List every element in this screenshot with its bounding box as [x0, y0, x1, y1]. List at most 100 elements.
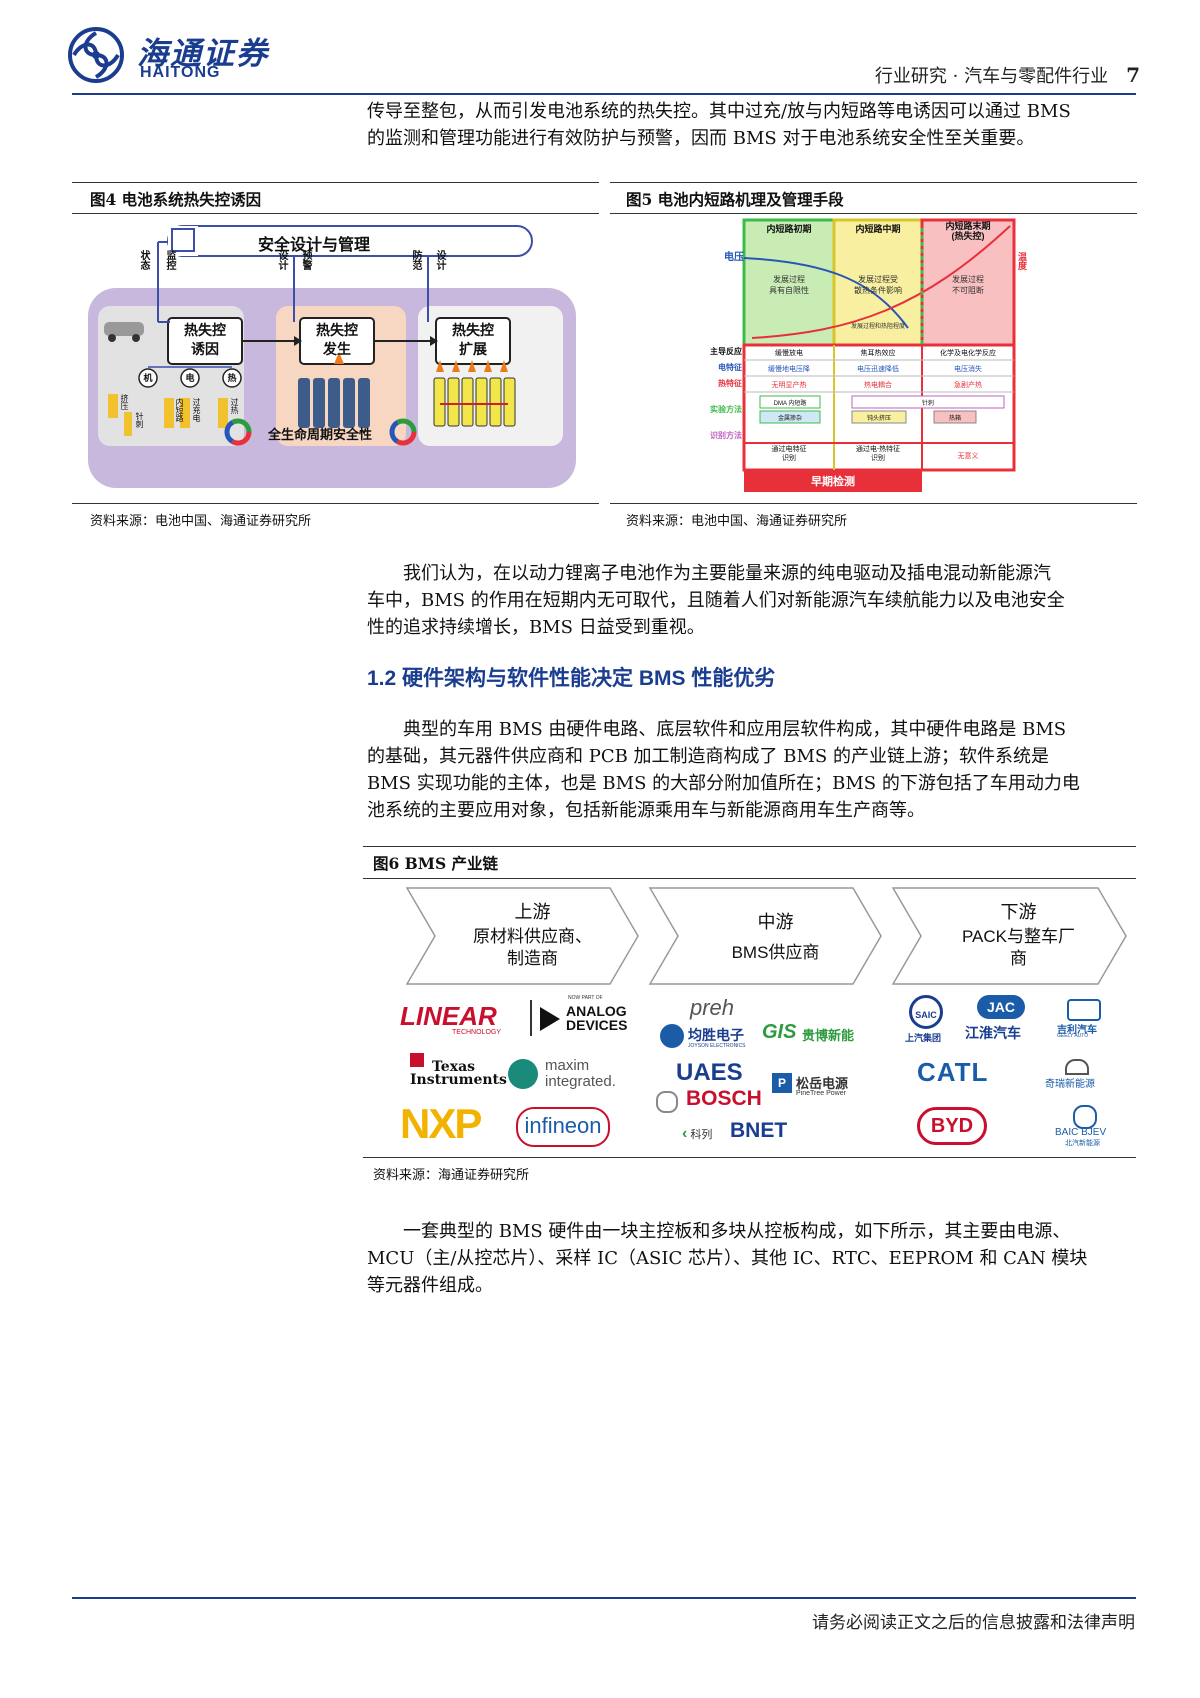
joyson-logo-text: 均胜电子 — [688, 1027, 744, 1043]
infineon-logo: infineon — [516, 1107, 610, 1147]
fig4-cause-label: 挤压 — [120, 394, 129, 410]
jac-logo-text: 江淮汽车 — [965, 1025, 1021, 1041]
logo-divider — [530, 1000, 532, 1036]
text-line: MCU（主/从控芯片）、采样 IC（ASIC 芯片）、其他 IC、RTC、EEP… — [367, 1248, 1088, 1269]
analog-devices-logo-icon — [540, 1007, 560, 1031]
fig6-stage-body-upstream: 原材料供应商、 制造商 — [473, 927, 592, 968]
logo-text: ANALOG — [566, 1003, 627, 1019]
klclear-logo: ‹ 科列 — [682, 1125, 712, 1143]
nxp-logo: NXP — [400, 1100, 482, 1147]
fig5-phase-note: 发展过程 不可阻断 — [952, 275, 984, 295]
fig5-exp-method: 金属掺杂 — [777, 416, 802, 422]
byd-logo: BYD — [917, 1107, 987, 1145]
fig4-cause-label: 内短路 — [175, 398, 184, 422]
text-line: 一套典型的 BMS 硬件由一块主控板和多块从控板构成，如下所示，其主要由电源、 — [403, 1221, 1071, 1242]
fig5-recog: 通过电特征 识别 — [771, 446, 807, 462]
gbs-logo-text: 贵博新能 — [802, 1028, 855, 1043]
fig6-upstream-logos: LINEAR TECHNOLOGY NOW PART OF ANALOG DEV… — [400, 995, 640, 1147]
header-divider — [72, 93, 1136, 95]
fig4-title: 图4 电池系统热失控诱因 — [90, 190, 262, 209]
texas-instruments-logo-icon — [410, 1053, 424, 1067]
fig6-chevrons: 上游 原材料供应商、 制造商 中游 BMS供应商 下游 PACK与整车厂 商 — [405, 886, 1135, 996]
fig4-cause-label: 针刺 — [135, 412, 144, 428]
logo-text: integrated. — [545, 1073, 616, 1090]
text-line: 的监测和管理功能进行有效防护与预警，因而 BMS 对于电池系统安全性至关重要。 — [367, 128, 1035, 149]
chery-logo-text: 奇瑞新能源 — [1045, 1079, 1095, 1090]
fig6-midstream-logos: preh 均胜电子 JOYSON ELECTRONICS GIS 贵博新能 UA… — [650, 995, 890, 1145]
fig5-cell: 缓慢地电压降 — [768, 366, 810, 373]
linear-logo-icon: LINEAR — [400, 1001, 497, 1032]
bjev-logo-subtext: 北汽新能源 — [1065, 1140, 1100, 1147]
fig6-title-rule — [363, 878, 1136, 879]
logo-text: Instruments — [410, 1072, 507, 1088]
text-line: 典型的车用 BMS 由硬件电路、底层软件和应用层软件构成，其中硬件电路是 BMS — [403, 719, 1067, 740]
fig5-cell: 无明显产热 — [771, 382, 807, 389]
fig4-cause-label: 过充电 — [192, 398, 201, 422]
text-line: 性的追求持续增长，BMS 日益受到重视。 — [367, 617, 705, 638]
fig4-bottom-rule — [72, 503, 599, 504]
pinetree-logo-icon: P — [772, 1073, 792, 1093]
fig5-cell: 电压消失 — [954, 366, 982, 373]
fig4-cause-mech: 机 — [143, 373, 153, 383]
fig5-row-label: 识别方法 — [710, 431, 742, 440]
fig5-title: 图5 电池内短路机理及管理手段 — [626, 190, 844, 209]
header-section-title: 行业研究 · 汽车与零配件行业 7 — [875, 62, 1140, 88]
fig5-cell: 缓慢放电 — [775, 350, 803, 357]
preh-logo: preh — [690, 995, 735, 1020]
fig4-cause-heat: 热 — [227, 373, 237, 383]
paragraph-1: 传导至整包，从而引发电池系统的热失控。其中过充/放与内短路等电诱因可以通过 BM… — [367, 98, 1137, 152]
joyson-logo-subtext: JOYSON ELECTRONICS — [688, 1043, 746, 1049]
logo-chinese-name: 海通证券 — [137, 36, 269, 72]
logo-text: DEVICES — [566, 1017, 628, 1033]
catl-logo: CATL — [917, 1057, 989, 1087]
fig5-col-head: 内短路初期 — [766, 224, 812, 234]
haitong-logo-icon — [68, 27, 124, 83]
fig5-early-detection: 早期检测 — [811, 476, 855, 488]
maxim-logo: maxim integrated. — [545, 1058, 616, 1090]
linear-logo-subtext: TECHNOLOGY — [452, 1029, 502, 1036]
fig5-source: 资料来源：电池中国、海通证券研究所 — [626, 514, 848, 529]
fig6-top-rule — [363, 846, 1136, 847]
fig4-diagram: 安全设计与管理 状态 监控 设计 预警 防范 设计 热失控 诱因 热失控 发生 … — [88, 222, 578, 492]
klclear-logo-icon: ‹ — [682, 1125, 688, 1142]
joyson-logo-icon — [660, 1024, 684, 1048]
gbs-logo-icon: GIS — [762, 1021, 797, 1043]
text-line: 车中，BMS 的作用在短期内无可取代，且随着人们对新能源汽车续航能力以及电池安全 — [367, 590, 1065, 611]
fig4-stage-cause: 热失控 诱因 — [184, 322, 226, 357]
fig6-source: 资料来源：海通证券研究所 — [373, 1168, 530, 1183]
page-number: 7 — [1126, 63, 1140, 87]
adi-logo-subtext: NOW PART OF — [568, 995, 603, 1001]
saic-logo-text: 上汽集团 — [905, 1033, 942, 1043]
fig6-bottom-rule — [363, 1157, 1136, 1158]
section-heading: 1.2 硬件架构与软件性能决定 BMS 性能优劣 — [367, 667, 776, 690]
fig5-exp-method: 针刺 — [921, 401, 934, 407]
text-line: 池系统的主要应用对象，包括新能源乘用车与新能源商用车生产商等。 — [367, 800, 925, 821]
geely-logo-text: 吉利汽车 — [1057, 1025, 1097, 1036]
footer-disclaimer: 请务必阅读正文之后的信息披露和法律声明 — [812, 1613, 1135, 1633]
header-category: 行业研究 · 汽车与零配件行业 — [874, 66, 1109, 87]
fig5-recog: 无意义 — [957, 453, 979, 460]
logo-text: 科列 — [690, 1129, 713, 1141]
chery-logo-icon — [1065, 1059, 1089, 1075]
fig4-cause-elec: 电 — [185, 373, 195, 383]
fig4-top-rule — [72, 182, 599, 183]
geely-logo-subtext: GEELY AUTO — [1057, 1033, 1089, 1039]
fig4-vertical-label: 设计 — [434, 250, 445, 270]
fig4-top-box-label: 安全设计与管理 — [258, 237, 371, 254]
texas-instruments-logo: Texas Instruments — [410, 1060, 507, 1088]
maxim-logo-icon — [508, 1059, 538, 1089]
bosch-logo-icon — [656, 1091, 678, 1113]
bnet-logo: BNET — [730, 1119, 788, 1142]
fig6-stage-body-midstream: BMS供应商 — [731, 943, 820, 962]
logo-text: maxim — [545, 1057, 590, 1074]
fig4-source: 资料来源：电池中国、海通证券研究所 — [90, 514, 312, 529]
fig5-row-label: 电特征 — [718, 363, 742, 372]
pinetree-logo-subtext: PineTree Power — [796, 1090, 846, 1097]
fig4-stage-occur: 热失控 发生 — [316, 322, 358, 357]
jac-logo-icon: JAC — [977, 995, 1025, 1019]
fig5-phase-note: 发展过程 具有自限性 — [769, 275, 809, 295]
fig5-mid-note: 发展过程和热阻程度 — [850, 324, 905, 330]
fig5-exp-method: 钝头挤压 — [866, 416, 891, 422]
geely-logo-icon — [1067, 999, 1101, 1021]
fig5-diagram: 内短路初期 内短路中期 内短路末期 (热失控) 电压 温度 发展过程 具有自限性… — [672, 218, 1032, 500]
